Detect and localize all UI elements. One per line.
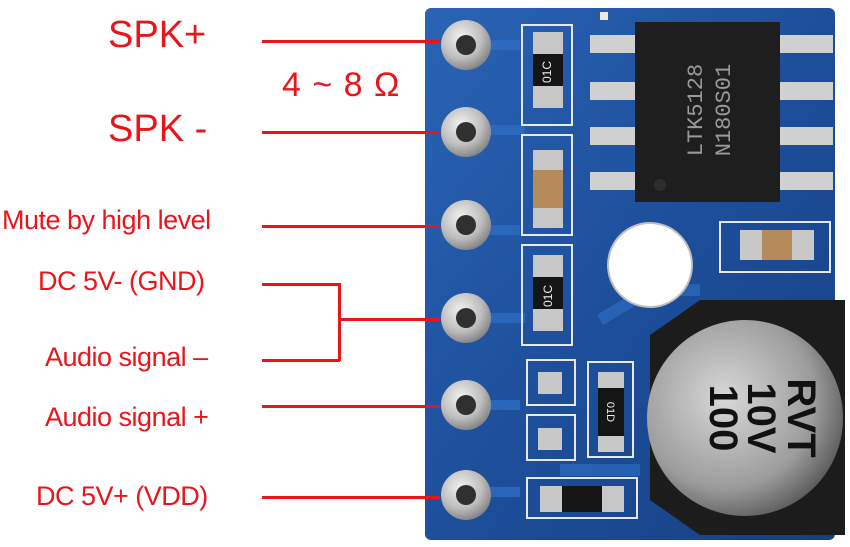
leader-spk-plus xyxy=(262,40,440,43)
label-vdd: DC 5V+ (VDD) xyxy=(36,481,208,511)
leader-audio-minus xyxy=(262,359,340,362)
label-spk-minus: SPK - xyxy=(108,108,208,150)
ic-chip: LTK5128 N180S01 xyxy=(590,22,833,202)
label-impedance: 4 ~ 8 Ω xyxy=(282,66,401,104)
capacitor-brand: RVT xyxy=(779,378,823,457)
electrolytic-capacitor: 100 10V RVT xyxy=(647,300,845,535)
resistor-code-mid: 01C xyxy=(541,285,555,307)
leader-vdd xyxy=(262,496,440,499)
leader-mute xyxy=(262,225,440,228)
label-spk-plus: SPK+ xyxy=(108,14,207,56)
header-pins xyxy=(441,20,491,520)
label-gnd: DC 5V- (GND) xyxy=(38,266,205,296)
leader-gnd xyxy=(262,283,340,286)
capacitor-value: 100 xyxy=(701,385,745,452)
leader-audio-plus xyxy=(262,405,440,408)
chip-marking-1: LTK5128 xyxy=(684,64,709,156)
resistor-code-small: 01D xyxy=(604,402,616,422)
label-audio-plus: Audio signal + xyxy=(45,402,209,432)
chip-marking-2: N180S01 xyxy=(712,64,737,156)
capacitor-voltage: 10V xyxy=(739,382,783,453)
label-mute: Mute by high level xyxy=(2,205,211,235)
leader-spk-minus xyxy=(262,131,440,134)
label-audio-minus: Audio signal – xyxy=(45,342,208,372)
resistor-code-top: 01C xyxy=(540,61,554,83)
bracket-vertical xyxy=(338,283,341,361)
leader-gnd-pin xyxy=(338,318,440,321)
mounting-hole xyxy=(607,222,693,308)
